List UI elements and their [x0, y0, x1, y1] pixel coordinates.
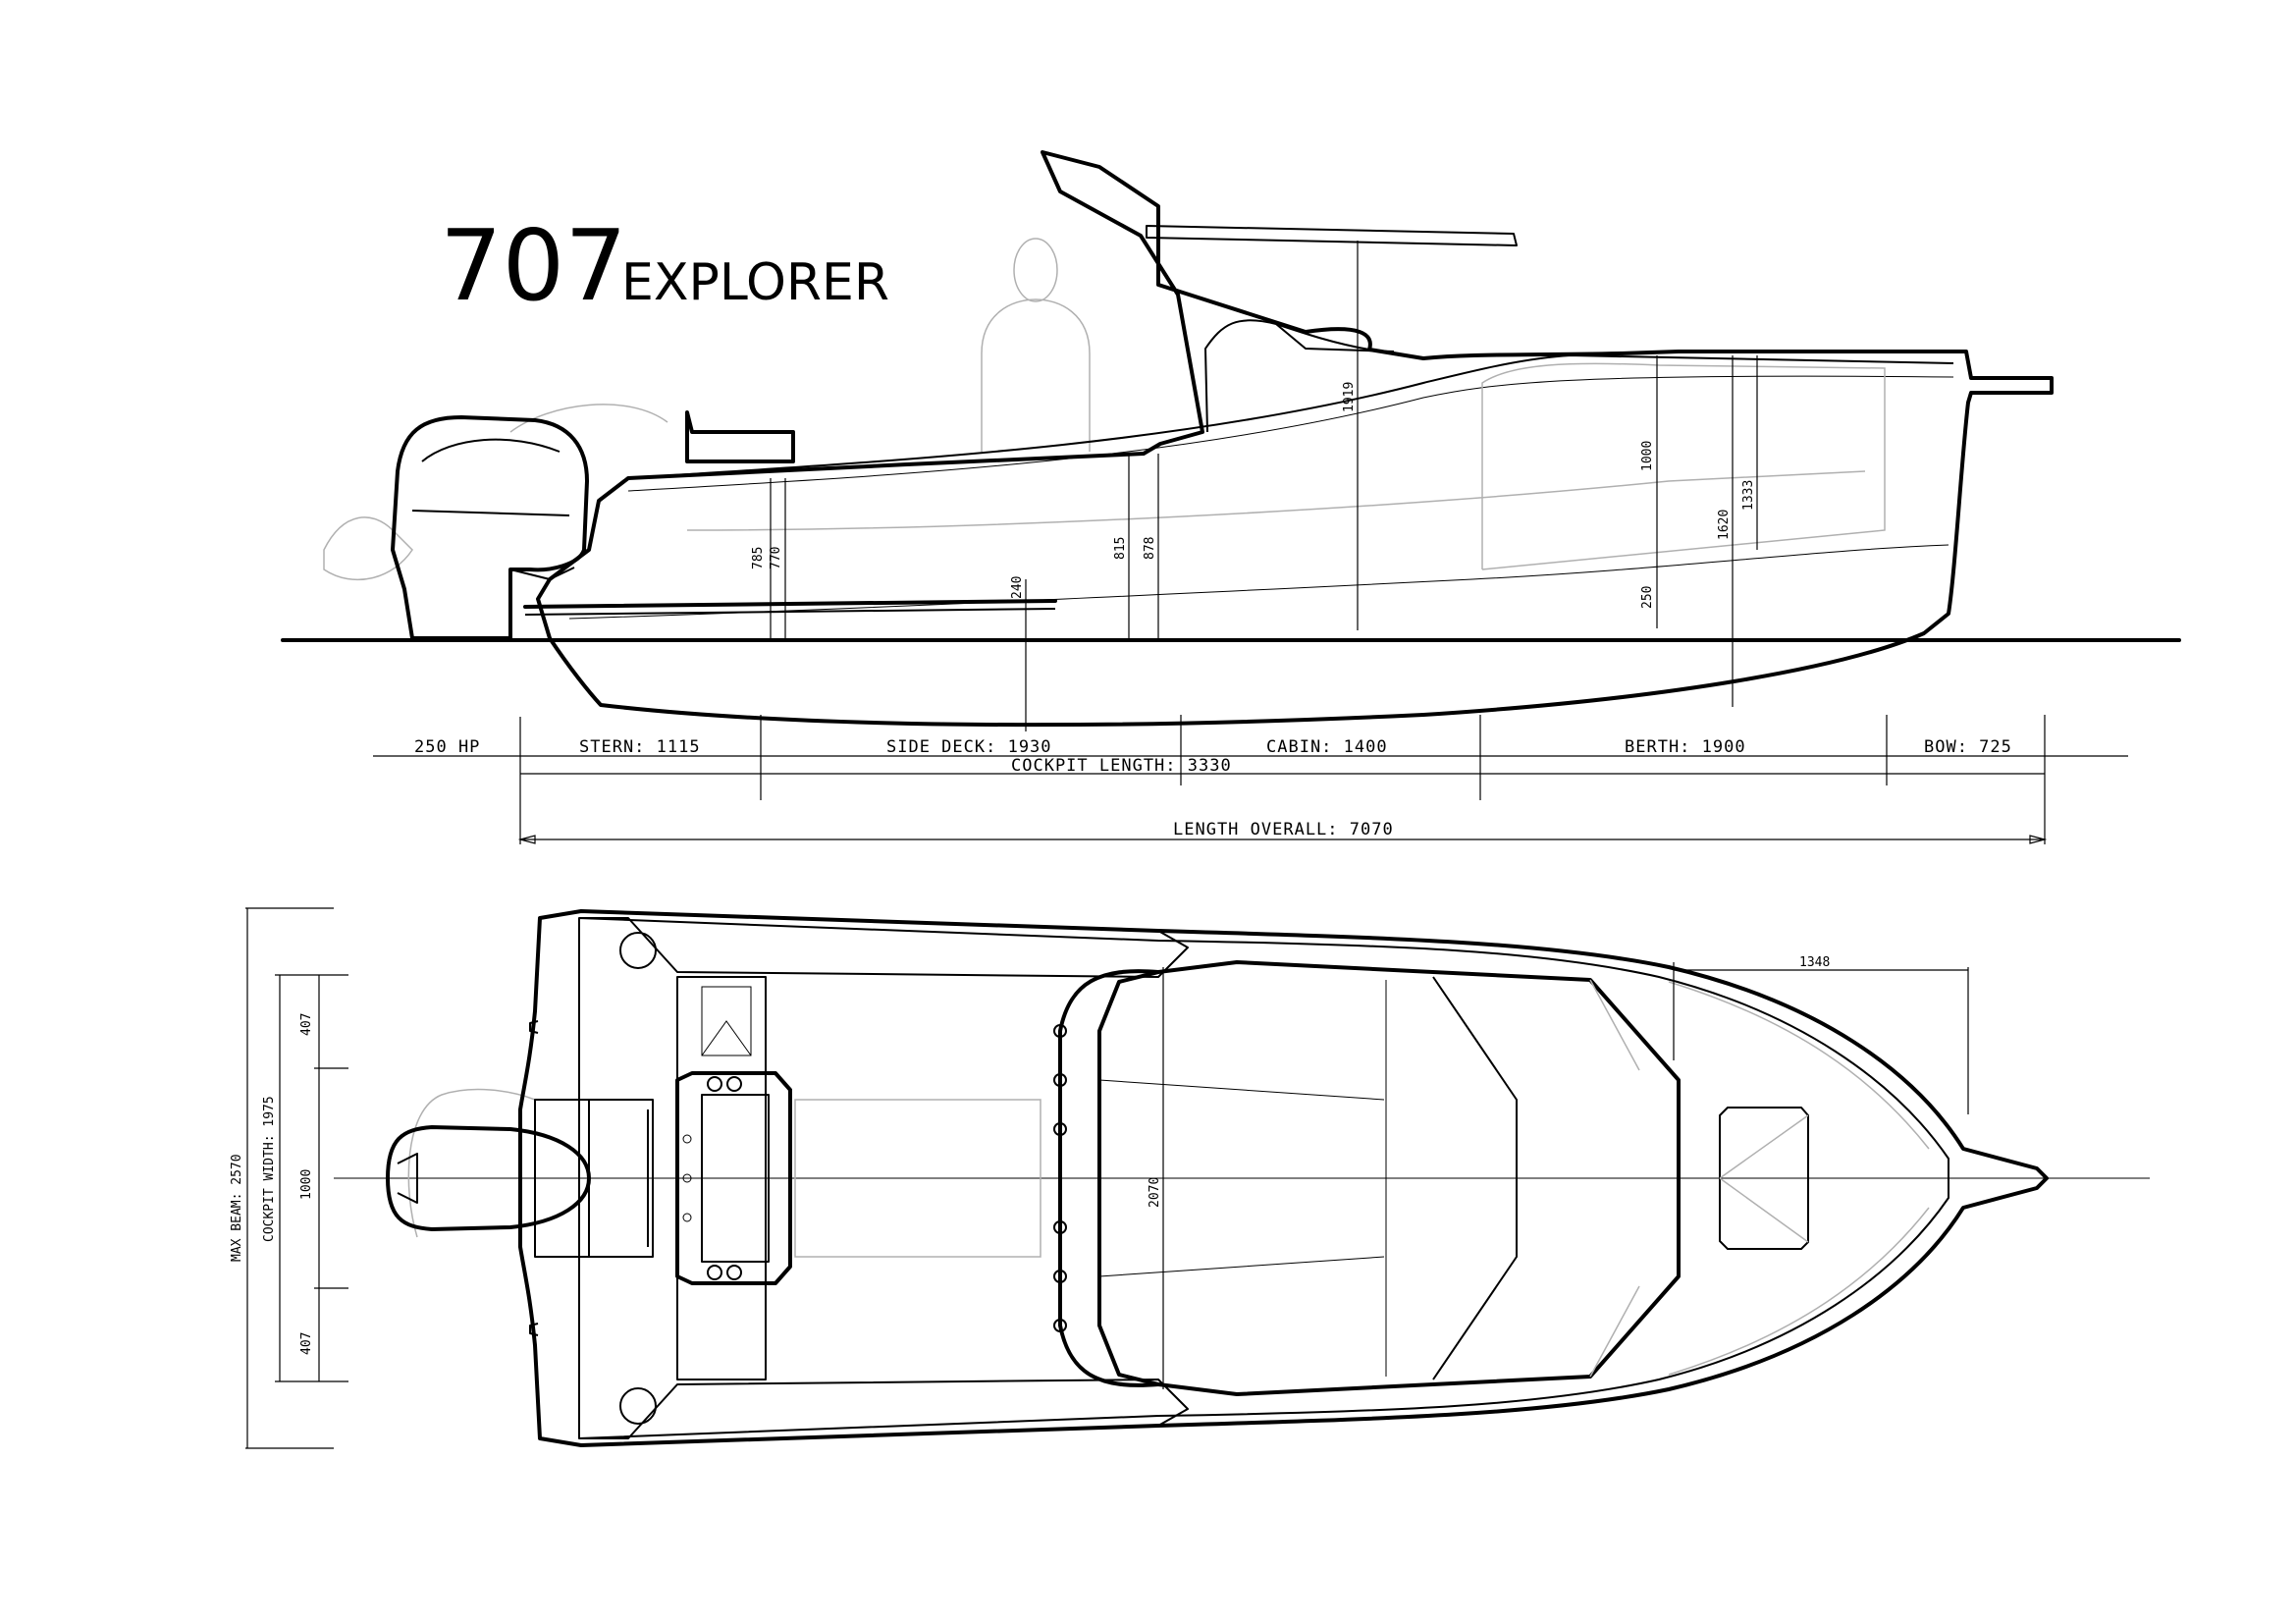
drawing-title: 707 EXPLORER	[440, 208, 889, 323]
outboard-ghost	[407, 1088, 536, 1238]
cabin-window-ghost	[1481, 362, 1886, 570]
beam-dimensions	[245, 907, 348, 1449]
height-dimension-labels: 785 770 240 815 878 1919 1000 250 1620 1…	[751, 382, 1756, 609]
cabin-width: 2070	[1148, 1177, 1162, 1208]
side-rail	[523, 599, 1057, 609]
bow-offset: 1348	[1799, 955, 1830, 970]
height-240: 240	[1010, 576, 1025, 599]
segment-stern: STERN: 1115	[579, 737, 701, 757]
side-profile-view: 785 770 240 815 878 1919 1000 250 1620 1…	[281, 150, 2181, 844]
bow-sheer-ghost	[1668, 981, 1930, 1150]
height-878: 878	[1143, 537, 1157, 560]
height-1000: 1000	[1640, 441, 1655, 471]
forward-hatch	[1719, 1107, 1809, 1250]
side-width-bottom: 407	[299, 1332, 314, 1355]
bench-bottom	[579, 1379, 1189, 1439]
side-rail-lower	[524, 608, 1056, 616]
transom-notch-top	[529, 1020, 539, 1034]
chine-line	[568, 544, 1949, 620]
side-width-top: 407	[299, 1013, 314, 1036]
windscreen-frame	[1204, 319, 1395, 433]
windscreen-line	[1432, 976, 1518, 1380]
screen-ghost	[1589, 979, 1640, 1378]
cockpit-width: COCKPIT WIDTH: 1975	[262, 1096, 277, 1242]
transom-notch-bottom	[529, 1323, 539, 1336]
segment-side-deck: SIDE DECK: 1930	[886, 737, 1052, 757]
max-beam: MAX BEAM: 2570	[230, 1154, 244, 1262]
hull-outline	[536, 150, 2054, 728]
segment-berth: BERTH: 1900	[1625, 737, 1746, 757]
segment-cabin: CABIN: 1400	[1266, 737, 1388, 757]
height-770: 770	[769, 547, 783, 569]
model-name: EXPLORER	[621, 253, 889, 312]
hull-plan-outline	[518, 909, 2049, 1447]
roof-crease	[1098, 1079, 1385, 1277]
rear-seat-inner	[701, 1094, 770, 1263]
center-width: 1000	[299, 1169, 314, 1200]
locker-hatch	[701, 986, 752, 1056]
floor-hatch	[794, 1099, 1041, 1258]
seat-back	[685, 410, 795, 463]
plan-view: MAX BEAM: 2570 COCKPIT WIDTH: 1975 407 1…	[230, 907, 2150, 1449]
person-silhouette	[981, 238, 1091, 452]
length-dimension-labels: 250 HP STERN: 1115 SIDE DECK: 1930 CABIN…	[414, 737, 2012, 839]
cowling-detail	[397, 1153, 418, 1204]
strake-line	[686, 470, 1866, 531]
segment-engine: 250 HP	[414, 737, 480, 757]
stern-well	[534, 1099, 654, 1258]
height-785: 785	[751, 547, 766, 569]
bench-cushion-top	[619, 932, 657, 969]
propeller-ghost	[323, 516, 413, 581]
height-dimensions	[746, 241, 1758, 731]
rear-seat	[675, 1071, 792, 1285]
height-1333: 1333	[1741, 480, 1756, 511]
height-250: 250	[1640, 586, 1655, 609]
bow-fitting	[2042, 377, 2053, 394]
cockpit-length: COCKPIT LENGTH: 3330	[1011, 756, 1232, 776]
hardtop-roof	[1146, 225, 1518, 246]
length-overall: LENGTH OVERALL: 7070	[1173, 820, 1394, 839]
engine-ghost	[509, 404, 668, 433]
beam-dimension-labels: MAX BEAM: 2570 COCKPIT WIDTH: 1975 407 1…	[230, 955, 1830, 1355]
bow-sheer-ghost-b	[1668, 1207, 1930, 1376]
height-1919: 1919	[1342, 382, 1357, 412]
height-815: 815	[1113, 537, 1128, 560]
gunwale-inner	[627, 375, 1954, 492]
forward-hatch-cross	[1719, 1114, 1809, 1243]
cabin-window-line	[1275, 323, 1370, 351]
bench-cushion-bottom	[619, 1387, 657, 1425]
length-dimensions	[373, 715, 2128, 844]
segment-bow: BOW: 725	[1924, 737, 2012, 757]
bench-top	[579, 917, 1189, 978]
height-1620: 1620	[1717, 510, 1732, 540]
cabin-bulkhead	[1058, 969, 1160, 1387]
gunwale-line	[627, 354, 1954, 479]
model-number: 707	[440, 208, 627, 323]
gunwale-inner	[578, 917, 1949, 1439]
